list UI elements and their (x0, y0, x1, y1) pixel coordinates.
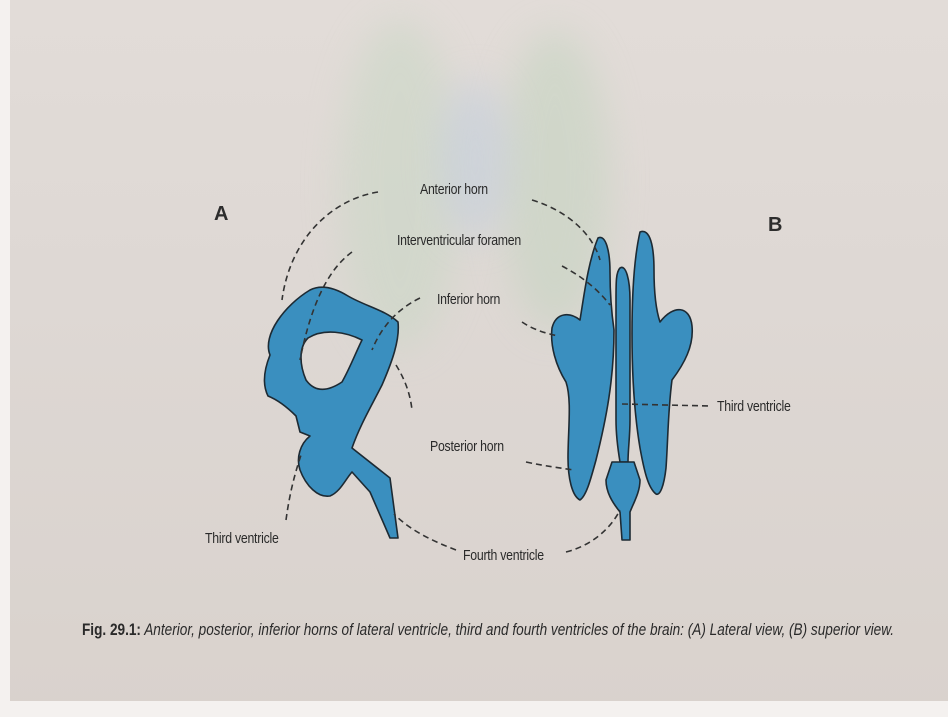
leader-anterior-horn-b (532, 200, 600, 260)
leader-fourth-ventricle-a (394, 514, 456, 550)
lateral-ventricle-shape (264, 287, 398, 538)
label-inferior-horn: Inferior horn (437, 291, 500, 308)
third-ventricle-shape (616, 267, 630, 462)
lateral-view-ventricles (264, 287, 398, 538)
leader-lateral-outline-a (396, 365, 412, 410)
panel-label-b: B (768, 214, 782, 237)
figure-number: Fig. 29.1: (82, 620, 141, 639)
label-third-ventricle-a: Third ventricle (205, 530, 279, 547)
label-interventricular-foramen: Interventricular foramen (397, 232, 521, 249)
label-posterior-horn: Posterior horn (430, 438, 504, 455)
leader-anterior-horn-a (282, 192, 378, 300)
panel-label-a: A (214, 203, 228, 226)
label-third-ventricle-b: Third ventricle (717, 398, 791, 415)
superior-view-ventricles (552, 231, 693, 540)
left-lateral-ventricle (552, 237, 614, 500)
bottom-margin (0, 701, 948, 717)
leader-posterior-horn-b (526, 462, 574, 470)
label-fourth-ventricle: Fourth ventricle (463, 547, 544, 564)
label-anterior-horn: Anterior horn (420, 181, 488, 198)
caption-text: Anterior, posterior, inferior horns of l… (141, 620, 894, 639)
right-lateral-ventricle (632, 231, 692, 494)
leader-fourth-ventricle-b (566, 510, 620, 552)
fourth-ventricle-shape (606, 462, 640, 540)
figure-caption: Fig. 29.1: Anterior, posterior, inferior… (82, 620, 802, 640)
